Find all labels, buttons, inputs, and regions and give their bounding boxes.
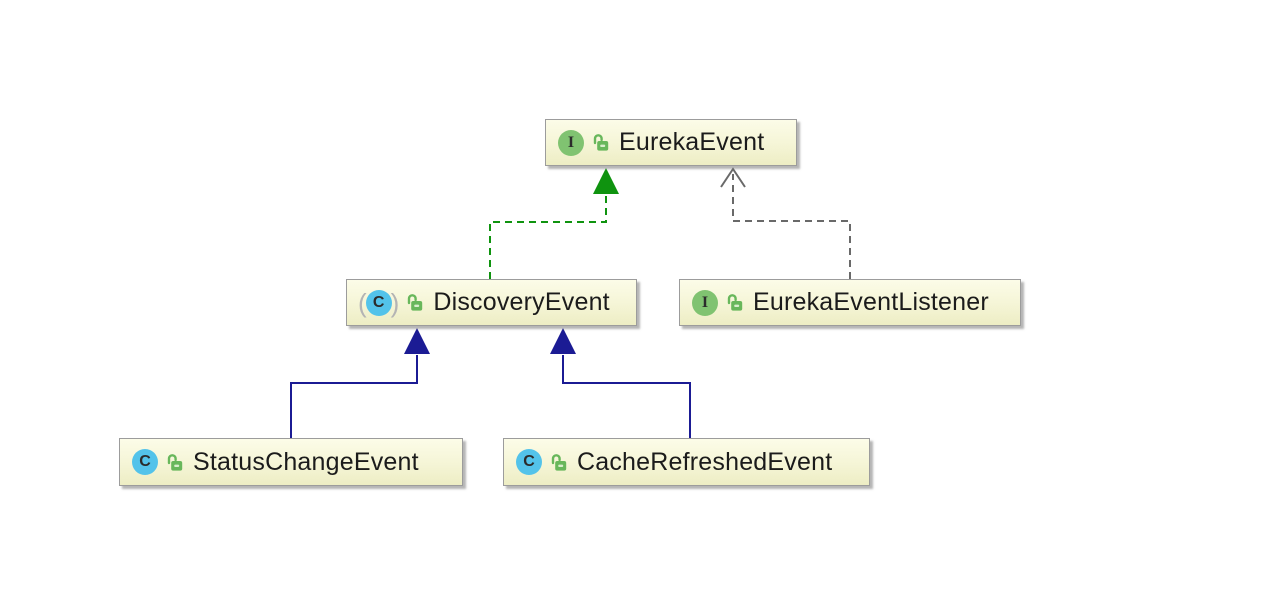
node-discovery-event[interactable]: ( C ) DiscoveryEvent: [346, 279, 637, 326]
class-icon: C: [516, 449, 542, 475]
edge-eurekaeventlistener-dependency-eurekaevent[interactable]: [720, 167, 851, 279]
edge-statuschangeevent-extends-discoveryevent[interactable]: [290, 328, 430, 438]
edge-line-generalization: [290, 355, 418, 438]
edge-line-generalization: [562, 355, 691, 438]
arrowhead-filled-triangle-icon: [593, 168, 619, 194]
node-label: EurekaEvent: [619, 128, 765, 156]
node-eureka-event-listener[interactable]: I EurekaEventListener: [679, 279, 1021, 326]
edge-discoveryevent-implements-eurekaevent[interactable]: [489, 168, 619, 279]
interface-icon: I: [558, 129, 584, 156]
public-lock-icon: [593, 134, 609, 151]
paren-open-decorator: (: [358, 287, 367, 318]
edge-cacherefreshedevent-extends-discoveryevent[interactable]: [550, 328, 691, 438]
node-eureka-event[interactable]: I EurekaEvent: [545, 119, 797, 166]
class-icon: C: [365, 289, 392, 316]
public-lock-icon: [727, 294, 743, 311]
paren-close-decorator: ): [390, 287, 400, 318]
interface-icon: I: [692, 289, 718, 316]
edge-line-dependency: [732, 174, 851, 279]
public-lock-icon: [408, 294, 423, 311]
class-icon: C: [132, 449, 158, 475]
public-lock-icon: [551, 453, 567, 471]
node-status-change-event[interactable]: C StatusChangeEvent: [119, 438, 463, 486]
node-cache-refreshed-event[interactable]: C CacheRefreshedEvent: [503, 438, 870, 486]
arrowhead-filled-triangle-icon: [404, 328, 430, 354]
arrowhead-open-icon: [720, 167, 746, 188]
node-label: CacheRefreshedEvent: [577, 447, 833, 476]
public-lock-icon: [167, 453, 183, 471]
node-label: DiscoveryEvent: [433, 288, 610, 316]
node-label: StatusChangeEvent: [193, 447, 419, 476]
edge-line-realization: [489, 195, 607, 279]
arrowhead-filled-triangle-icon: [550, 328, 576, 354]
node-label: EurekaEventListener: [753, 288, 989, 316]
